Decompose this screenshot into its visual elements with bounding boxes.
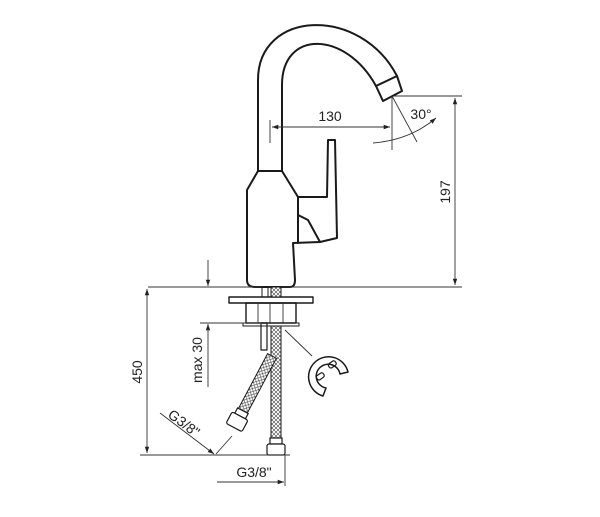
flexible-hose-angled xyxy=(226,352,278,432)
dimension-angle-label: 30° xyxy=(410,106,431,122)
thread-angled-label: G3/8" xyxy=(165,406,203,440)
mounting-clip xyxy=(284,329,349,397)
dimension-total-height: 450 xyxy=(129,289,290,456)
thread-straight-label: G3/8" xyxy=(236,464,271,480)
dimension-130-label: 130 xyxy=(318,108,342,124)
dimension-hose-thread-angled: G3/8" xyxy=(159,406,233,455)
dimension-spout-height: 197 xyxy=(394,95,462,285)
flexible-hose-straight xyxy=(266,286,286,456)
dimension-max30-label: max 30 xyxy=(189,337,205,383)
dimension-swivel-angle: 30° xyxy=(372,95,437,144)
aerator-nozzle xyxy=(375,75,403,102)
faucet-spout xyxy=(257,24,403,172)
dimension-197-label: 197 xyxy=(437,180,453,204)
lever-handle xyxy=(297,196,321,244)
dimension-deck-thickness: max 30 xyxy=(189,260,262,387)
faucet-body xyxy=(246,139,338,288)
dimension-spout-reach: 130 xyxy=(269,96,393,150)
dimension-hose-thread-straight: G3/8" xyxy=(217,455,286,486)
mounting-assembly xyxy=(228,286,314,351)
dimension-450-label: 450 xyxy=(129,360,145,384)
